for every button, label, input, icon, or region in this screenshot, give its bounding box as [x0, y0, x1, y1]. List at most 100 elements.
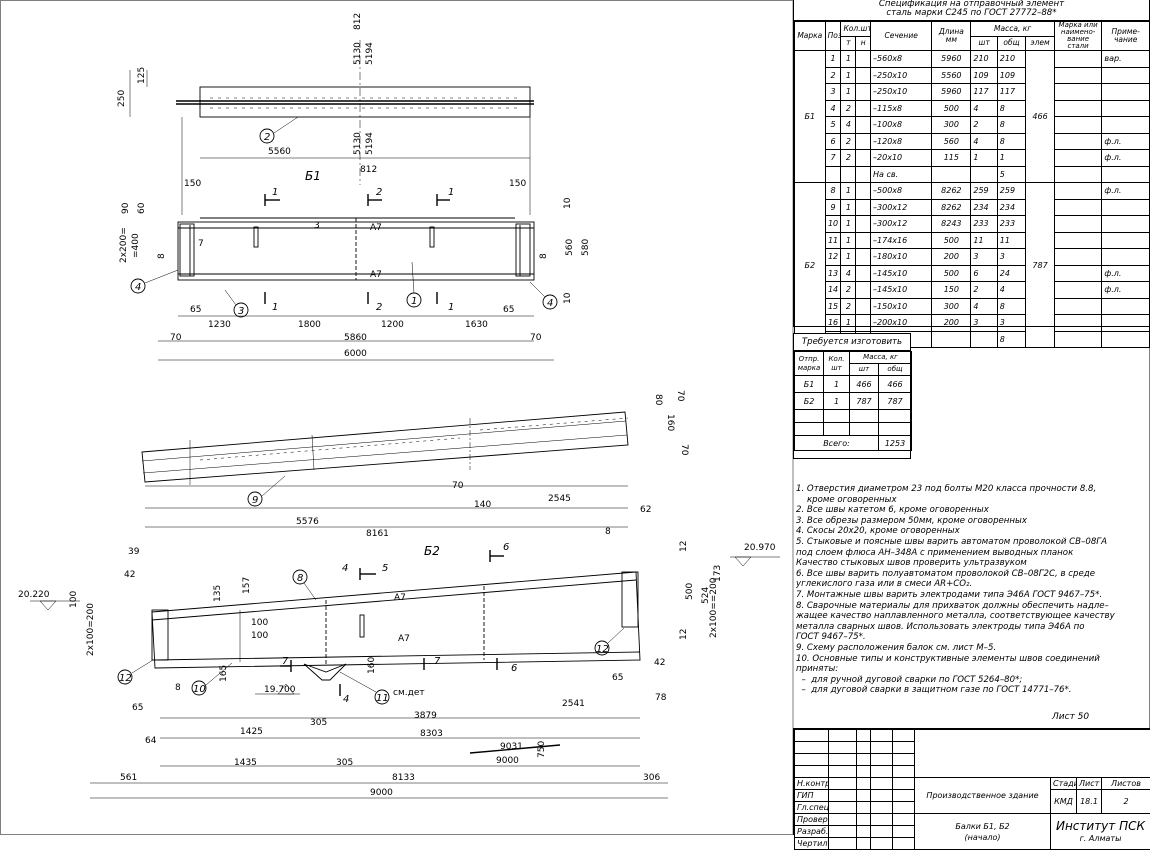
spec-cell-mass-obsh: 259	[997, 183, 1026, 200]
spec-cell-poz: 1	[825, 51, 841, 68]
spec-cell-n	[856, 249, 871, 266]
spec-cell-n	[856, 51, 871, 68]
spec-cell-section: –20х10	[871, 150, 932, 167]
b1-callout-3: 3	[238, 306, 244, 317]
b2-dim-135: 135	[213, 585, 223, 602]
spec-cell-poz: 12	[825, 249, 841, 266]
b2-dim-157: 157	[242, 577, 252, 594]
b1-side-view: Б1 1 2 1 1 2 1 150 150 90 60 2х200= =400	[119, 169, 591, 360]
b2-callout-12-left: 12	[119, 673, 132, 684]
spec-cell-t: 1	[841, 232, 856, 249]
spec-cell-length: 300	[932, 117, 971, 134]
b1-dim-10-top: 10	[563, 197, 573, 209]
b2-dim-80: 80	[653, 394, 663, 406]
spec-cell-poz: 4	[825, 100, 841, 117]
b2-section-7b: 7	[434, 656, 441, 667]
b1-dim-8-left: 8	[157, 253, 167, 259]
note-item: 2. Все швы катетом 6, кроме оговоренных	[796, 505, 1148, 516]
spec-cell-t: 1	[841, 315, 856, 332]
note-item: 8. Сварочные материалы для прихваток дол…	[796, 601, 1148, 643]
req-empty-row	[795, 423, 912, 436]
b2-dim-8303: 8303	[420, 729, 443, 739]
note-item: 9. Схему расположения балок см. лист М–5…	[796, 643, 1148, 654]
req-cell-mark: Б1	[795, 376, 824, 393]
b2-dim-306: 306	[643, 773, 660, 783]
stamp-role-5: Чертил	[795, 838, 829, 850]
spec-cell-t: 4	[841, 117, 856, 134]
b2-dim-70-bot: 70	[679, 444, 689, 456]
b2-dim-561: 561	[120, 773, 137, 783]
spec-cell-poz: 13	[825, 265, 841, 282]
spec-cell-steel	[1054, 100, 1102, 117]
b1-dim-125: 125	[137, 67, 147, 84]
b1-dim-6000: 6000	[344, 349, 367, 359]
sheet-label: Лист 50	[1052, 712, 1089, 722]
b2-weld-a7-top: A7	[394, 593, 406, 603]
spec-title-line2: сталь марки С245 по ГОСТ 27772–88*	[794, 9, 1149, 18]
spec-cell-t	[841, 166, 856, 183]
b2-dim-3879: 3879	[414, 711, 437, 721]
b2-top-view: 70 80 160 70 70 140 2545 5576 8161 62 9	[142, 390, 689, 539]
spec-cell-mass-obsh: 8	[997, 133, 1026, 150]
spec-cell-section: –100х8	[871, 117, 932, 134]
spec-title: Спецификация на отправочный элемент стал…	[794, 0, 1149, 21]
spec-cell-length: 5960	[932, 84, 971, 101]
spec-cell-steel	[1054, 51, 1102, 68]
b2-dim-2541: 2541	[562, 699, 585, 709]
spec-cell-t: 4	[841, 265, 856, 282]
spec-cell-n	[856, 265, 871, 282]
spec-cell-note	[1102, 249, 1150, 266]
spec-cell-n	[856, 84, 871, 101]
b2-section-7a: 7	[282, 656, 289, 667]
b2-callout-12-right: 12	[596, 644, 609, 655]
spec-cell-steel	[1054, 84, 1102, 101]
b2-dim-140: 140	[474, 500, 491, 510]
b1-dim-70-left: 70	[170, 333, 182, 343]
spec-cell-note	[1102, 67, 1150, 84]
b1-dim-580: 580	[581, 239, 591, 256]
spec-cell-t: 1	[841, 84, 856, 101]
b2-section-6b: 6	[511, 663, 517, 674]
spec-cell-mass-sht: 109	[971, 67, 997, 84]
spec-cell-mass-sht	[971, 166, 997, 183]
spec-cell-length: 8243	[932, 216, 971, 233]
spec-group-mark: Б1	[795, 51, 826, 183]
spec-cell-mass-obsh: 210	[997, 51, 1026, 68]
b1-section-1b: 1	[448, 187, 454, 198]
b1-dim-5560: 5560	[268, 147, 291, 157]
spec-cell-length: 200	[932, 315, 971, 332]
b1-section-1c: 1	[272, 302, 278, 313]
b1-section-2: 2	[376, 187, 382, 198]
spec-cell-steel	[1054, 298, 1102, 315]
note-item: 7. Монтажные швы варить электродами типа…	[796, 590, 1148, 601]
b1-dim-60: 60	[137, 202, 147, 214]
b2-dim-100b: 100	[251, 631, 268, 641]
b2-dim-64: 64	[145, 736, 157, 746]
req-h-mark: Отпр. марка	[795, 352, 824, 376]
b2-callout-9: 9	[252, 495, 258, 506]
b2-dim-78: 78	[655, 693, 667, 703]
b1-dim-1230: 1230	[208, 320, 231, 330]
spec-cell-section: –150х10	[871, 298, 932, 315]
b2-dim-160: 160	[367, 657, 377, 674]
spec-cell-poz: 15	[825, 298, 841, 315]
spec-h-marka: Марка	[795, 22, 826, 51]
spec-cell-mass-obsh: 117	[997, 84, 1026, 101]
spec-cell-mass-obsh: 233	[997, 216, 1026, 233]
b2-dim-39: 39	[128, 547, 140, 557]
spec-cell-mass-sht: 2	[971, 282, 997, 299]
spec-cell-n	[856, 183, 871, 200]
spec-cell-mass-sht: 6	[971, 265, 997, 282]
spec-cell-steel	[1054, 265, 1102, 282]
b1-callout-4-right: 4	[547, 298, 553, 309]
spec-cell-note	[1102, 331, 1150, 348]
spec-cell-steel	[1054, 166, 1102, 183]
spec-cell-n	[856, 199, 871, 216]
